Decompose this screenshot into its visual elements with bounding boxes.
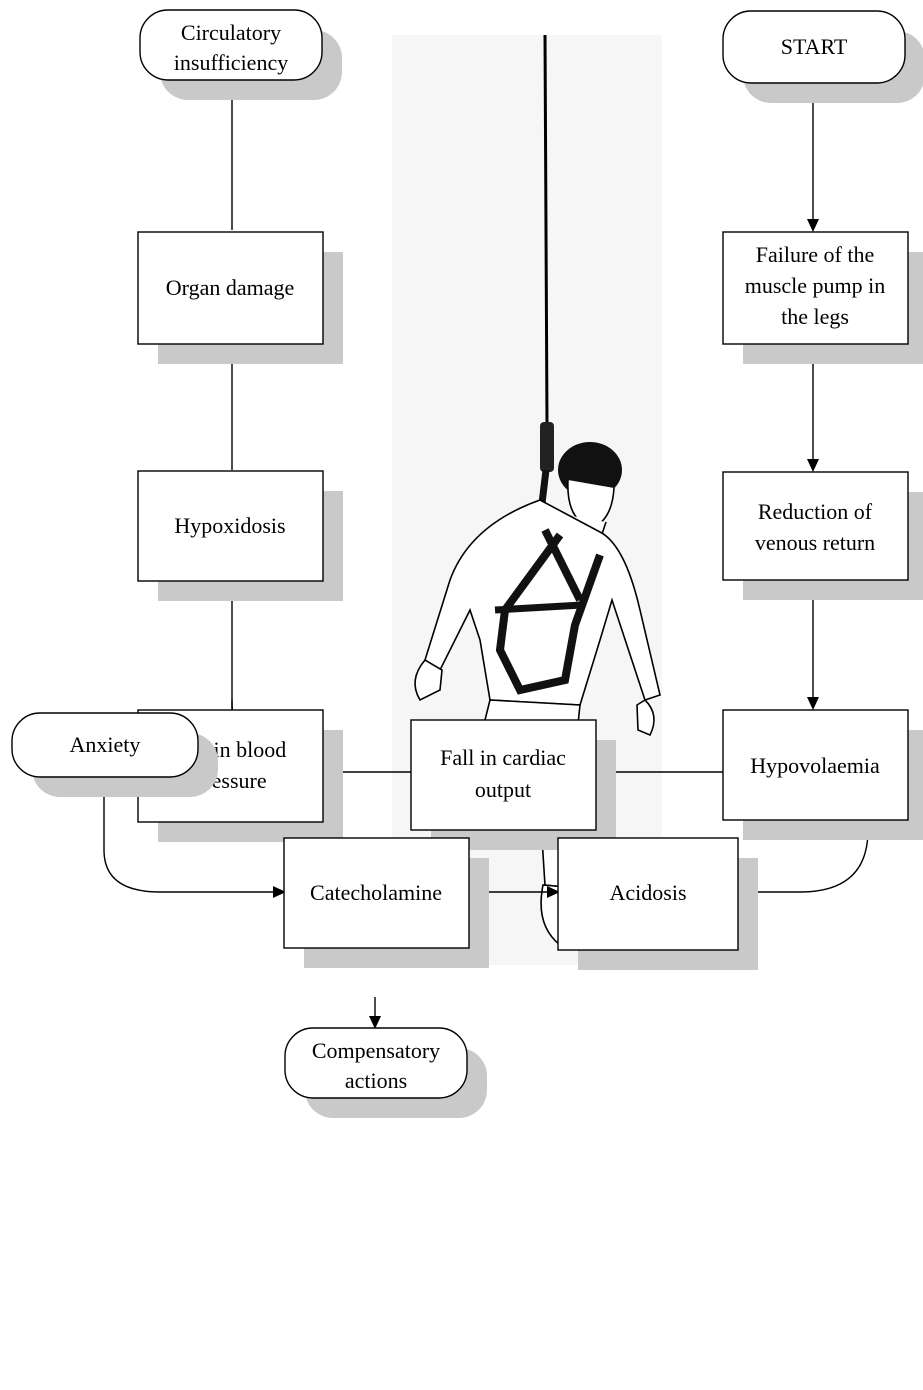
svg-text:Hypoxidosis: Hypoxidosis (174, 513, 285, 538)
svg-text:venous return: venous return (755, 530, 875, 555)
svg-text:Anxiety: Anxiety (70, 732, 141, 757)
node-reduction-venous-return: Reduction of venous return (722, 471, 923, 600)
node-start: START (722, 10, 923, 103)
svg-text:Hypovolaemia: Hypovolaemia (750, 753, 880, 778)
svg-text:Acidosis: Acidosis (610, 880, 687, 905)
svg-text:Catecholamine: Catecholamine (310, 880, 442, 905)
svg-text:Circulatory: Circulatory (181, 20, 281, 45)
nodes: Circulatory insufficiency START Organ da… (11, 9, 923, 1118)
svg-text:Compensatory: Compensatory (312, 1038, 440, 1063)
node-circulatory-insufficiency: Circulatory insufficiency (139, 9, 342, 100)
svg-text:Fall in cardiac: Fall in cardiac (440, 745, 566, 770)
node-hypovolaemia: Hypovolaemia (722, 709, 923, 840)
svg-text:actions: actions (345, 1068, 407, 1093)
edge-anxiety-to-catecholamine (103, 780, 284, 893)
node-failure-muscle-pump: Failure of the muscle pump in the legs (722, 231, 923, 364)
svg-text:output: output (475, 777, 531, 802)
svg-text:muscle pump in: muscle pump in (745, 273, 886, 298)
svg-text:Reduction of: Reduction of (758, 499, 873, 524)
node-catecholamine: Catecholamine (283, 837, 489, 968)
svg-text:Organ damage: Organ damage (166, 275, 295, 300)
node-organ-damage: Organ damage (137, 231, 343, 364)
svg-text:START: START (781, 34, 848, 59)
node-fall-cardiac-output: Fall in cardiac output (410, 719, 616, 850)
svg-text:Failure of the: Failure of the (756, 242, 875, 267)
node-compensatory-actions: Compensatory actions (284, 1027, 487, 1118)
svg-text:the legs: the legs (781, 304, 849, 329)
node-hypoxidosis: Hypoxidosis (137, 470, 343, 601)
node-acidosis: Acidosis (557, 837, 758, 970)
svg-text:insufficiency: insufficiency (174, 50, 288, 75)
node-anxiety: Anxiety (11, 712, 218, 797)
